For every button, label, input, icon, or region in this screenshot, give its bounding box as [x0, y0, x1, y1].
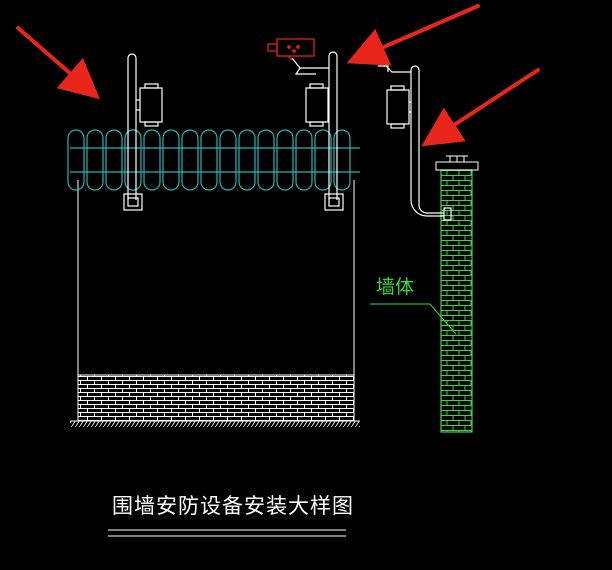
coil-loop	[314, 129, 332, 191]
coil-loop	[105, 129, 123, 191]
coil-loop	[276, 129, 294, 191]
coil-loop	[181, 129, 199, 191]
detector-icon	[136, 83, 163, 127]
wall-elevation	[70, 180, 360, 427]
coil-loop	[238, 129, 256, 191]
wall-label: 墙体	[376, 276, 415, 298]
wall-label-leader	[370, 303, 457, 335]
detector-pole-right	[291, 51, 344, 211]
brick-wall-icon	[77, 374, 355, 422]
coil-loop	[67, 129, 85, 191]
coil-loop	[162, 129, 180, 191]
detector-icon	[305, 83, 329, 127]
coil-loop	[200, 129, 218, 191]
brick-wall-icon	[440, 169, 473, 433]
coil-loop	[257, 129, 275, 191]
coil-loop	[295, 129, 313, 191]
detector-pole-left	[123, 53, 163, 211]
coil-loop	[219, 129, 237, 191]
wall-section	[435, 155, 479, 433]
camera-icon	[267, 38, 315, 61]
arrow-icon	[16, 4, 540, 147]
coil-loop	[143, 129, 161, 191]
coil-loop	[333, 129, 351, 191]
ground-line	[70, 421, 360, 427]
coil-loop	[86, 129, 104, 191]
coil-loop	[124, 129, 142, 191]
drawing-title: 围墙安防设备安装大样图	[112, 494, 354, 518]
detector-pole-section	[378, 63, 452, 221]
detector-icon	[386, 85, 411, 129]
razor-wire-icon	[67, 129, 360, 191]
